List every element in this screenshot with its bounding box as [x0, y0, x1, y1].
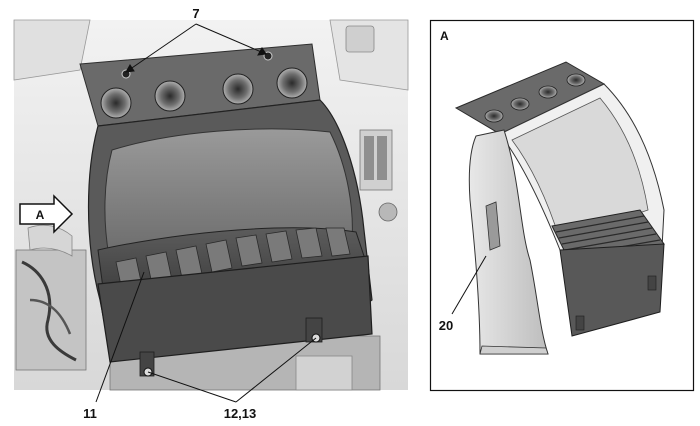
leader-lines — [95, 23, 317, 403]
detail-view-a: A 20 — [429, 19, 695, 392]
vent-outlet — [276, 67, 308, 99]
callout-12-13: 12,13 — [224, 406, 257, 421]
detail-vent-outlet — [566, 73, 586, 87]
leader-line-20 — [451, 255, 487, 315]
wire-harness — [29, 298, 72, 335]
connector — [378, 202, 398, 222]
upper-left-panel — [13, 19, 91, 81]
detail-mounting-tab — [575, 315, 585, 331]
relay — [364, 136, 374, 180]
callout-7: 7 — [192, 6, 199, 21]
detail-housing-interior — [511, 97, 649, 241]
detail-duct-clip — [485, 201, 501, 251]
side-duct-pipe — [27, 224, 73, 257]
vent-outlet — [222, 73, 254, 105]
detail-duct-outlet — [479, 345, 549, 355]
vent-outlet — [100, 87, 132, 119]
view-direction-arrow — [19, 194, 74, 234]
detail-vent-outlet — [510, 97, 530, 111]
detail-mounting-tab — [647, 275, 657, 291]
main-view: A 7 11 12,13 — [13, 6, 409, 421]
bracket — [345, 25, 375, 53]
relay — [377, 136, 387, 180]
module-box — [295, 355, 353, 391]
duct-front-panel — [97, 255, 373, 363]
callout-11: 11 — [83, 406, 97, 421]
view-arrow-label: A — [36, 208, 45, 222]
detail-front-panel — [559, 243, 665, 337]
tray-ribs — [115, 227, 351, 291]
wire-harness — [21, 260, 77, 362]
detail-vent-outlet — [538, 85, 558, 99]
vent-outlet — [154, 80, 186, 112]
detail-vent-outlet — [484, 109, 504, 123]
callout-20: 20 — [439, 318, 453, 333]
detail-title: A — [440, 29, 449, 43]
